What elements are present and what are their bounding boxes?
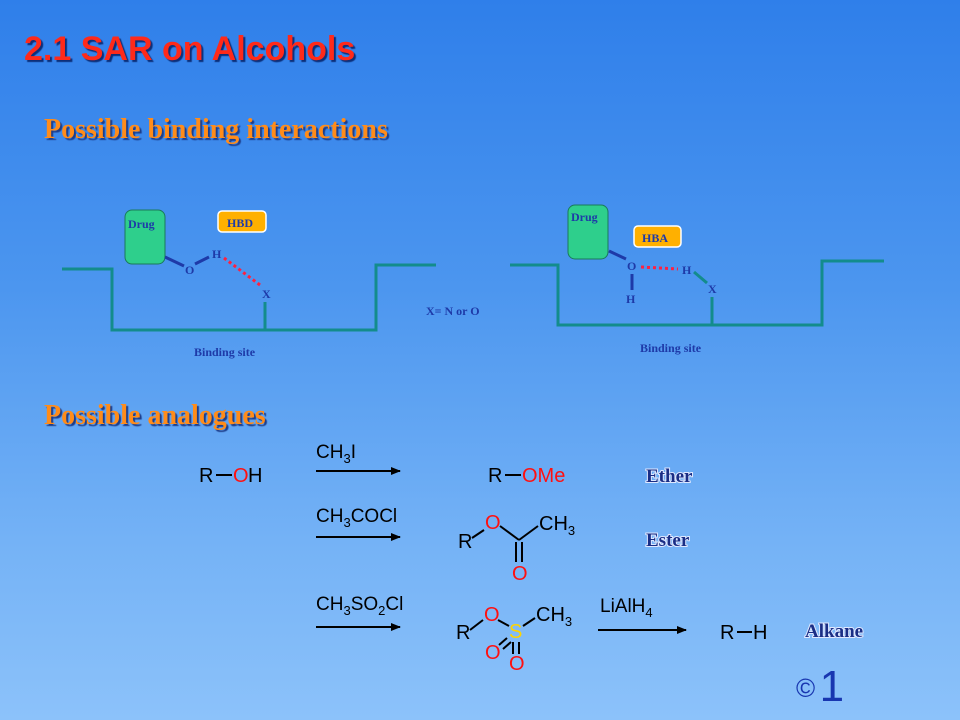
copyright-notice: © 1 xyxy=(796,662,844,712)
sulfonyl-double-a2 xyxy=(502,641,512,650)
drug-box-right xyxy=(567,204,609,260)
sulfonyl-ch3: CH3 xyxy=(536,604,572,629)
alcohol-r: R xyxy=(199,465,213,487)
alcohol-h: H xyxy=(248,465,262,487)
ester-o-carbonyl: O xyxy=(512,563,528,585)
sulfonyl-bond-r-o xyxy=(469,619,484,631)
hbond-dash-right xyxy=(640,265,679,271)
atom-h-right: H xyxy=(682,263,692,277)
atom-x-left: X xyxy=(262,287,271,301)
sulfonyl-double-a1 xyxy=(498,637,508,646)
ester-r: R xyxy=(458,531,472,553)
bond-h-x-right xyxy=(693,270,708,285)
ester-ch3: CH3 xyxy=(539,513,575,538)
atom-o-right: O xyxy=(627,259,636,273)
reaction-ester: CH3COCl R O O CH3 Ester xyxy=(316,506,691,585)
label-ether: Ether xyxy=(646,466,693,487)
sulfonyl-r: R xyxy=(456,622,470,644)
drug-box-left xyxy=(124,209,166,265)
ether-r: R xyxy=(488,465,502,487)
sulfonyl-bond-s-ch3 xyxy=(522,617,536,627)
binding-site-outline-left xyxy=(62,263,436,332)
binding-site-label-right: Binding site xyxy=(640,341,702,355)
drug-label-left: Drug xyxy=(128,217,155,231)
heading-possible-analogues: Possible analogues xyxy=(44,400,266,431)
reagent-ch3so2cl: CH3SO2Cl xyxy=(316,594,403,618)
slide-title: 2.1 SAR on Alcohols xyxy=(24,30,356,68)
sulfonyl-o-link: O xyxy=(484,604,500,626)
sulfonyl-o1: O xyxy=(485,642,501,664)
ester-bond-c-ch3 xyxy=(518,525,539,541)
atom-h-left: H xyxy=(212,247,222,261)
alkane-h: H xyxy=(753,622,767,644)
reagent-ch3i: CH3I xyxy=(316,442,356,466)
bond-o-h-left xyxy=(194,255,210,266)
badge-hba-label: HBA xyxy=(642,231,668,245)
copyright-symbol: © xyxy=(796,673,816,703)
sulfonyl-s: S xyxy=(509,621,522,643)
reagent-ch3cocl: CH3COCl xyxy=(316,506,397,530)
binding-diagram-hbd: Drug O H X HBD Binding site xyxy=(62,209,436,359)
sulfonyl-bond-o-s xyxy=(497,619,510,627)
reaction-ether: CH3I R OMe Ether xyxy=(316,442,694,488)
sulfonyl-o2: O xyxy=(509,653,525,675)
ester-bond-o-c xyxy=(499,525,520,541)
heading-binding-interactions: Possible binding interactions xyxy=(44,114,388,145)
binding-site-outline-right xyxy=(510,259,884,327)
drug-label-right: Drug xyxy=(571,210,598,224)
badge-hba xyxy=(633,225,682,248)
badge-hbd xyxy=(217,210,267,233)
label-ester: Ester xyxy=(646,530,690,551)
x-note: X= N or O xyxy=(426,304,480,318)
alcohol-structure: R O H xyxy=(199,465,262,487)
atom-h-on-o-right: H xyxy=(626,292,636,306)
badge-hbd-label: HBD xyxy=(227,216,253,230)
bond-drug-o-right xyxy=(608,249,627,261)
slide-number: 1 xyxy=(819,662,845,711)
bond-drug-o-left xyxy=(164,255,185,268)
atom-o-left: O xyxy=(185,263,194,277)
label-alkane: Alkane xyxy=(805,621,863,642)
reaction-sulfonyl: CH3SO2Cl R O S CH3 O O xyxy=(316,594,572,675)
ester-o-link: O xyxy=(485,512,501,534)
binding-diagram-hba: Drug O H H X HBA Binding site xyxy=(510,204,884,355)
ether-ome: OMe xyxy=(522,465,565,487)
atom-x-right: X xyxy=(708,282,717,296)
alkane-r: R xyxy=(720,622,734,644)
reaction-alkane: LiAlH4 R H Alkane xyxy=(598,596,864,644)
hbond-dash-left xyxy=(223,256,261,287)
reagent-lialh4: LiAlH4 xyxy=(600,596,653,620)
ester-bond-r-o xyxy=(471,529,485,539)
alcohol-o: O xyxy=(233,465,249,487)
binding-site-label-left: Binding site xyxy=(194,345,256,359)
